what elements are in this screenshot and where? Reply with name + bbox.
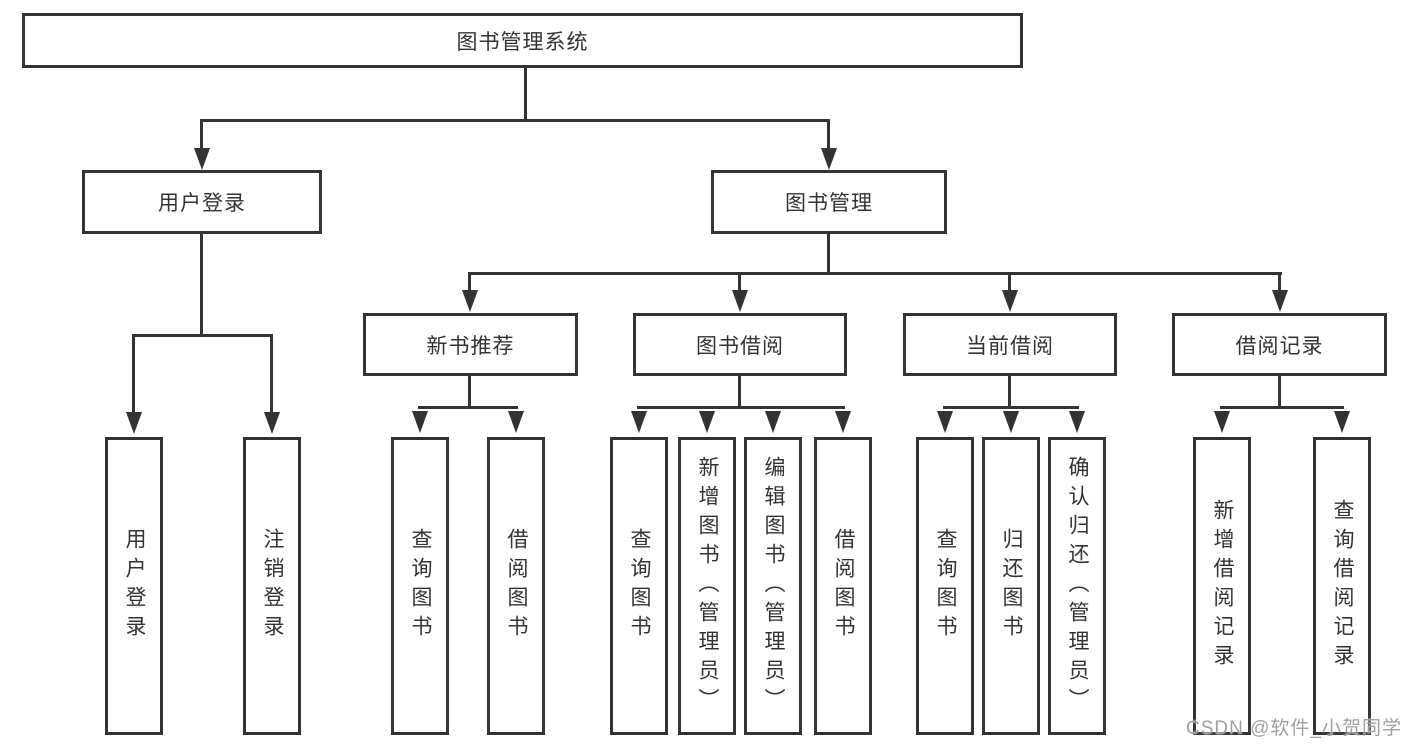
leaf-return-book-label: 归还图书 (1000, 528, 1023, 644)
arrow-borrow-records (1272, 290, 1288, 312)
arrow-query-books-b (631, 411, 647, 433)
arrow-user-login (194, 148, 210, 170)
node-root-label: 图书管理系统 (456, 30, 589, 54)
connector-book-borrow-branch (637, 406, 845, 409)
connector-drop-borrow-records (1278, 272, 1281, 292)
node-current-borrow: 当前借阅 (903, 313, 1117, 376)
leaf-return-book: 归还图书 (982, 437, 1040, 735)
connector-new-book-rec-trunk (468, 376, 471, 409)
connector-drop-leaf-logout (270, 334, 273, 414)
leaf-query-books-current-label: 查询图书 (934, 528, 957, 644)
arrow-current-borrow (1002, 290, 1018, 312)
leaf-borrow-books-newrec: 借阅图书 (487, 437, 545, 735)
leaf-user-login: 用户登录 (105, 437, 163, 735)
connector-drop-leaf-user-login (132, 334, 135, 414)
arrow-confirm-return (1069, 411, 1085, 433)
leaf-borrow-books: 借阅图书 (814, 437, 872, 735)
connector-user-login-branch (132, 334, 273, 337)
node-book-borrow-label: 图书借阅 (696, 334, 784, 358)
node-new-book-rec: 新书推荐 (363, 313, 578, 376)
arrow-query-borrow-record (1334, 411, 1350, 433)
leaf-add-borrow-record-label: 新增借阅记录 (1211, 499, 1234, 673)
arrow-add-book (699, 411, 715, 433)
connector-drop-book-borrow (738, 272, 741, 292)
leaf-edit-book-admin-label: 编辑图书（管理员） (762, 455, 785, 717)
arrow-query-books-c (937, 411, 953, 433)
leaf-confirm-return-admin: 确认归还（管理员） (1048, 437, 1106, 735)
connector-drop-user-login (200, 119, 203, 151)
node-root: 图书管理系统 (22, 13, 1023, 68)
arrow-query-books-a (412, 411, 428, 433)
node-user-login: 用户登录 (82, 170, 322, 234)
arrow-borrow-books-b (835, 411, 851, 433)
leaf-query-books-current: 查询图书 (916, 437, 974, 735)
arrow-edit-book (765, 411, 781, 433)
leaf-confirm-return-admin-label: 确认归还（管理员） (1066, 455, 1089, 717)
connector-current-borrow-branch (943, 406, 1079, 409)
leaf-query-borrow-record: 查询借阅记录 (1313, 437, 1371, 735)
connector-new-book-rec-branch (418, 406, 518, 409)
connector-borrow-records-branch (1220, 406, 1344, 409)
arrow-book-mgmt (821, 148, 837, 170)
node-user-login-label: 用户登录 (158, 192, 246, 215)
connector-drop-book-mgmt (827, 119, 830, 151)
leaf-logout: 注销登录 (243, 437, 301, 735)
leaf-logout-label: 注销登录 (261, 528, 284, 644)
connector-book-mgmt-branch (468, 272, 1282, 275)
leaf-query-books-borrow-label: 查询图书 (628, 528, 651, 644)
leaf-borrow-books-label: 借阅图书 (832, 528, 855, 644)
leaf-add-book-admin-label: 新增图书（管理员） (696, 455, 719, 717)
node-borrow-records-label: 借阅记录 (1235, 334, 1324, 358)
leaf-edit-book-admin: 编辑图书（管理员） (744, 437, 802, 735)
connector-current-borrow-trunk (1008, 376, 1011, 409)
leaf-query-books-newrec-label: 查询图书 (409, 528, 432, 644)
arrow-leaf-user-login (126, 412, 142, 434)
connector-book-mgmt-trunk (827, 234, 830, 275)
node-book-mgmt: 图书管理 (711, 170, 947, 234)
node-book-mgmt-label: 图书管理 (785, 192, 873, 215)
arrow-leaf-logout (264, 412, 280, 434)
leaf-query-books-newrec: 查询图书 (391, 437, 449, 735)
connector-root-branch (200, 119, 830, 122)
connector-borrow-records-trunk (1278, 376, 1281, 409)
arrow-new-book-rec (462, 290, 478, 312)
leaf-user-login-label: 用户登录 (123, 528, 146, 644)
arrow-add-borrow-record (1214, 411, 1230, 433)
arrow-borrow-books-a (508, 411, 524, 433)
node-new-book-rec-label: 新书推荐 (426, 334, 515, 358)
connector-drop-current-borrow (1008, 272, 1011, 292)
csdn-watermark: CSDN @软件_小贺同学 (1186, 718, 1402, 739)
leaf-borrow-books-newrec-label: 借阅图书 (505, 528, 528, 644)
node-current-borrow-label: 当前借阅 (966, 334, 1054, 358)
arrow-book-borrow (732, 290, 748, 312)
leaf-query-borrow-record-label: 查询借阅记录 (1331, 499, 1354, 673)
node-borrow-records: 借阅记录 (1172, 313, 1387, 376)
connector-drop-new-book-rec (468, 272, 471, 292)
leaf-query-books-borrow: 查询图书 (610, 437, 668, 735)
connector-root-trunk (524, 68, 527, 122)
leaf-add-book-admin: 新增图书（管理员） (678, 437, 736, 735)
connector-user-login-trunk (200, 234, 203, 337)
arrow-return-book (1003, 411, 1019, 433)
node-book-borrow: 图书借阅 (633, 313, 847, 376)
leaf-add-borrow-record: 新增借阅记录 (1193, 437, 1251, 735)
connector-book-borrow-trunk (738, 376, 741, 409)
